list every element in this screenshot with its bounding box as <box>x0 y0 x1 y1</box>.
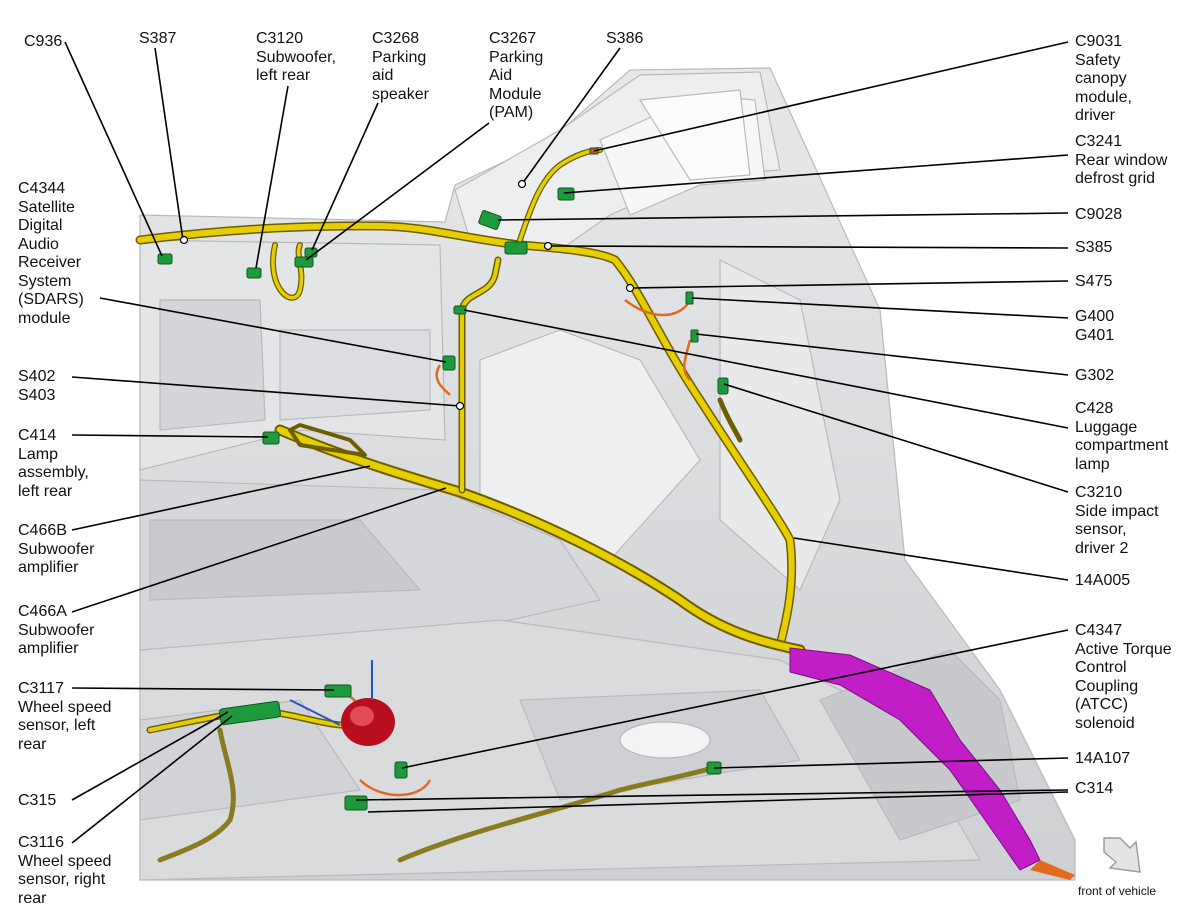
atcc-coupling-harness <box>789 647 1075 880</box>
label-s386: S386 <box>606 30 644 47</box>
connector-c4347 <box>394 761 408 779</box>
label-14a107: 14A107 <box>1075 750 1131 767</box>
splice-s385 <box>543 241 553 251</box>
connector-c936 <box>157 253 173 265</box>
splice-s402 <box>455 401 465 411</box>
front-of-vehicle-arrow-icon <box>1103 837 1141 873</box>
splice-s386 <box>517 179 527 189</box>
label-c936: C936 <box>24 33 63 50</box>
connector-c3210 <box>717 377 729 395</box>
connector-c3117 <box>324 684 352 698</box>
label-s385: S385 <box>1075 239 1113 256</box>
label-g302: G302 <box>1075 367 1115 384</box>
connector-s385 <box>504 241 528 255</box>
connector-c414 <box>262 431 280 445</box>
connector-c4344 <box>442 355 456 371</box>
connector-g302 <box>690 329 699 343</box>
front-of-vehicle-label: front of vehicle <box>1078 884 1157 898</box>
connector-g400 <box>685 291 694 305</box>
connector-c3241 <box>557 187 575 201</box>
connector-c3120 <box>246 267 262 279</box>
splice-markers <box>179 179 635 411</box>
label-s475: S475 <box>1075 273 1113 290</box>
splice-s387 <box>179 235 189 245</box>
solenoid <box>289 660 395 746</box>
label-14a005: 14A005 <box>1075 572 1131 589</box>
label-c9028: C9028 <box>1075 206 1123 223</box>
connector-c314 <box>344 795 368 811</box>
label-c314: C314 <box>1075 780 1114 797</box>
splice-s475 <box>625 283 635 293</box>
connector-c3267 <box>294 256 314 268</box>
leader-lines <box>64 41 1069 844</box>
connector-c9028 <box>478 210 502 230</box>
label-s387: S387 <box>139 30 177 47</box>
label-c315: C315 <box>18 792 57 809</box>
